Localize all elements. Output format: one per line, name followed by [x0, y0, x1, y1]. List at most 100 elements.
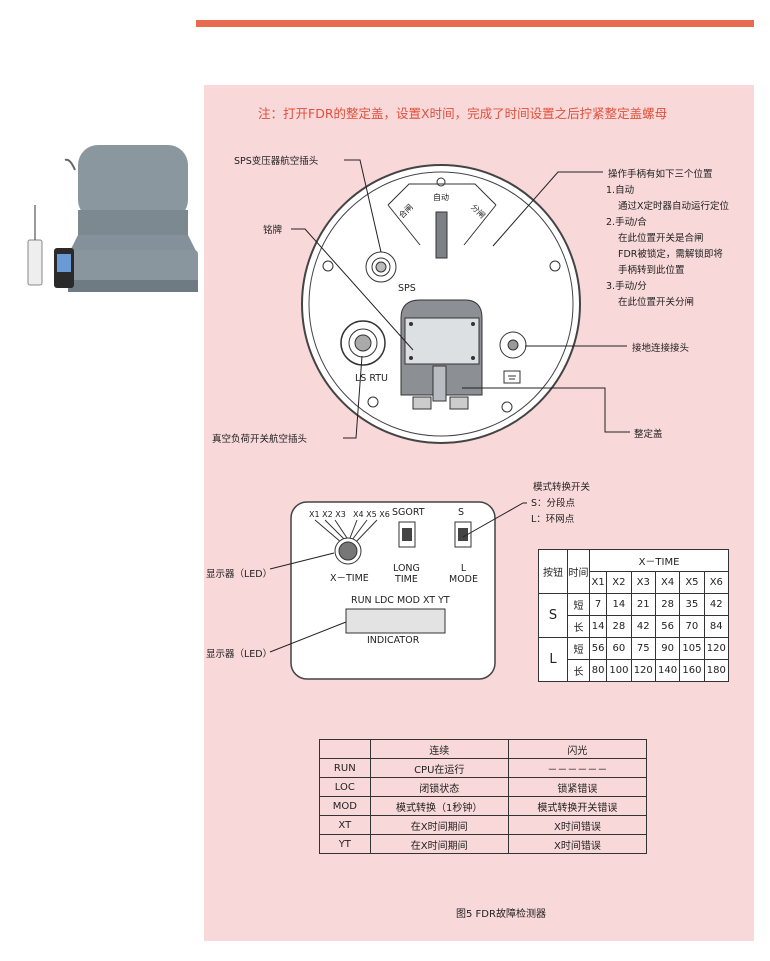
- table-row: MOD 模式转换（1秒钟） 模式转换开关错误: [319, 796, 648, 816]
- flashing-cell: －－－－－－: [507, 758, 648, 778]
- product-photo: [27, 145, 198, 292]
- table-cell: 21: [630, 593, 656, 616]
- col-header: X1: [588, 571, 608, 594]
- table-cell: 105: [679, 637, 705, 660]
- col-header: X6: [703, 571, 730, 594]
- s-label: S: [458, 507, 465, 518]
- table-row: LOC 闭锁状态 锁紧错误: [319, 777, 648, 797]
- table-cell: 160: [679, 659, 705, 682]
- table-cell: 14: [588, 615, 608, 638]
- led-code: MOD: [319, 796, 371, 816]
- indicator-led-labels: RUN LDC MOD XT YT: [351, 595, 450, 606]
- table-cell: 35: [679, 593, 705, 616]
- row-label: 长: [567, 615, 590, 638]
- nameplate-label: 铭牌: [263, 225, 283, 236]
- col-header: X2: [606, 571, 632, 594]
- handle-line: 通过X定时器自动运行定位: [618, 201, 730, 212]
- table-cell: 14: [606, 593, 632, 616]
- x-labels-a: X1 X2 X3: [309, 510, 346, 519]
- x-time-label: X－TIME: [330, 573, 369, 584]
- handle-title: 操作手柄有如下三个位置: [608, 169, 713, 180]
- table-row: S 短 7 14 21 28 35 42: [538, 593, 730, 638]
- l-mode-label: L MODE: [449, 563, 478, 585]
- table-cell: 56: [588, 637, 608, 660]
- table-row: XT 在X时间期间 X时间错误: [319, 815, 648, 835]
- handle-line: 1.自动: [606, 185, 635, 196]
- x-time-table: 按钮 时间 X－TIME X1 X2 X3 X4 X5 X6 S 短 7 14 …: [538, 549, 730, 682]
- table-row: YT 在X时间期间 X时间错误: [319, 834, 648, 854]
- table-row: L 短 56 60 75 90 105 120: [538, 637, 730, 682]
- header-cell: 连续: [369, 739, 509, 759]
- header-cell: 闪光: [507, 739, 648, 759]
- led-status-table: 连续 闪光 RUN CPU在运行 －－－－－－ LOC 闭锁状态 锁紧错误 MO…: [319, 739, 648, 854]
- handle-line: 在此位置开关分闸: [618, 297, 695, 308]
- table-row: 长 14 28 42 56 70 84: [539, 615, 730, 638]
- header-cell: [319, 739, 371, 759]
- table-cell: 56: [654, 615, 681, 638]
- flashing-cell: 模式转换开关错误: [507, 796, 648, 816]
- long-time-label: LONG TIME: [393, 563, 420, 585]
- group-s: S: [538, 593, 568, 638]
- ls-rtu-label: LS RTU: [355, 373, 389, 384]
- ground-label: 接地连接接头: [632, 343, 690, 354]
- continuous-cell: 在X时间期间: [369, 834, 509, 854]
- dial-auto-label: 自动: [433, 193, 449, 202]
- table-cell: 140: [654, 659, 681, 682]
- led-code: YT: [319, 834, 371, 854]
- handle-line: FDR被锁定，需解锁即将: [618, 249, 723, 260]
- setting-note: 注：打开FDR的整定盖，设置X时间，完成了时间设置之后拧紧整定盖螺母: [258, 106, 668, 121]
- table-cell: 180: [703, 659, 730, 682]
- time-header: 时间: [567, 549, 590, 594]
- flashing-cell: X时间错误: [507, 834, 648, 854]
- row-label: 短: [567, 637, 590, 660]
- led-code: XT: [319, 815, 371, 835]
- button-header: 按钮: [538, 549, 568, 594]
- continuous-cell: 闭锁状态: [369, 777, 509, 797]
- setting-cover-label: 整定盖: [634, 429, 663, 440]
- sgort-label: SGORT: [392, 507, 425, 518]
- table-cell: 120: [630, 659, 656, 682]
- table-row: RUN CPU在运行 －－－－－－: [319, 758, 648, 778]
- display-label-2: 显示器（LED）: [206, 649, 273, 660]
- x-time-header: X－TIME: [589, 549, 729, 572]
- table-cell: 80: [588, 659, 608, 682]
- handle-line: 2.手动/合: [606, 217, 647, 228]
- row-label: 短: [567, 593, 590, 616]
- group-l: L: [538, 637, 568, 682]
- handle-line: 手柄转到此位置: [618, 265, 685, 276]
- table-cell: 60: [606, 637, 632, 660]
- display-label-1: 显示器（LED）: [206, 569, 273, 580]
- x-labels-b: X4 X5 X6: [353, 510, 390, 519]
- table-cell: 100: [606, 659, 632, 682]
- indicator-label: INDICATOR: [367, 635, 420, 646]
- vacuum-socket-label: 真空负荷开关航空插头: [212, 434, 308, 445]
- flashing-cell: 锁紧错误: [507, 777, 648, 797]
- handle-line: 3.手动/分: [606, 281, 647, 292]
- col-header: X5: [679, 571, 705, 594]
- mode-s-label: S：分段点: [531, 498, 576, 509]
- handle-line: 在此位置开关是合闸: [618, 233, 704, 244]
- continuous-cell: 在X时间期间: [369, 815, 509, 835]
- table-cell: 70: [679, 615, 705, 638]
- col-header: X4: [654, 571, 681, 594]
- table-cell: 42: [703, 593, 730, 616]
- table-cell: 28: [654, 593, 681, 616]
- col-header: X3: [630, 571, 656, 594]
- table-cell: 7: [588, 593, 608, 616]
- table-cell: 28: [606, 615, 632, 638]
- table-row: 长 80 100 120 140 160 180: [539, 659, 730, 682]
- row-label: 长: [567, 659, 590, 682]
- table-cell: 42: [630, 615, 656, 638]
- top-accent-bar: [196, 20, 754, 27]
- led-code: RUN: [319, 758, 371, 778]
- continuous-cell: CPU在运行: [369, 758, 509, 778]
- flashing-cell: X时间错误: [507, 815, 648, 835]
- mode-l-label: L：环网点: [531, 514, 575, 525]
- table-cell: 90: [654, 637, 681, 660]
- continuous-cell: 模式转换（1秒钟）: [369, 796, 509, 816]
- table-cell: 84: [703, 615, 730, 638]
- table-cell: 75: [630, 637, 656, 660]
- led-code: LOC: [319, 777, 371, 797]
